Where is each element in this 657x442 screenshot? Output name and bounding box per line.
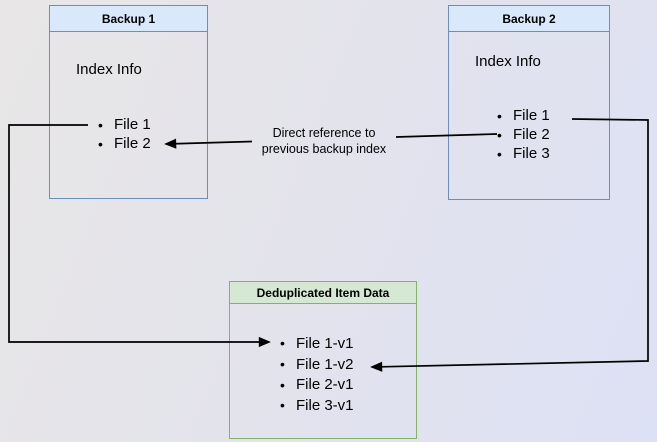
bullet-icon: •: [497, 126, 502, 143]
list-item: • File 3: [497, 144, 550, 163]
list-item: • File 1: [497, 106, 550, 125]
list-item: • File 1-v2: [280, 354, 354, 375]
bullet-icon: •: [98, 116, 103, 133]
list-item-label: File 3-v1: [296, 396, 354, 414]
annotation-line2: previous backup index: [261, 141, 387, 156]
annotation-line1: Direct reference to: [272, 126, 376, 140]
bullet-icon: •: [280, 397, 285, 414]
direct-reference-annotation: Direct reference to previous backup inde…: [234, 126, 414, 157]
backup1-index-info-label: Index Info: [76, 61, 142, 78]
list-item-label: File 2: [114, 135, 151, 152]
bullet-icon: •: [280, 335, 285, 352]
list-item-label: File 1-v2: [296, 355, 354, 373]
list-item-label: File 1: [513, 107, 550, 124]
backup2-index-info-label: Index Info: [475, 53, 541, 70]
bullet-icon: •: [497, 107, 502, 124]
list-item-label: File 2: [513, 126, 550, 143]
list-item: • File 1: [98, 115, 151, 134]
list-item-label: File 1-v1: [296, 334, 354, 352]
list-item: • File 2-v1: [280, 374, 354, 395]
dedup-box: Deduplicated Item Data • File 1-v1 • Fil…: [229, 281, 417, 439]
list-item: • File 2: [497, 125, 550, 144]
dedup-file-list: • File 1-v1 • File 1-v2 • File 2-v1 • Fi…: [280, 333, 354, 416]
list-item-label: File 2-v1: [296, 376, 354, 394]
backup2-file-list: • File 1 • File 2 • File 3: [497, 106, 550, 163]
list-item: • File 3-v1: [280, 395, 354, 416]
bullet-icon: •: [497, 145, 502, 162]
backup1-title: Backup 1: [50, 6, 207, 32]
dedup-title: Deduplicated Item Data: [230, 282, 416, 304]
list-item-label: File 1: [114, 116, 151, 133]
bullet-icon: •: [98, 135, 103, 152]
list-item-label: File 3: [513, 145, 550, 162]
list-item: • File 2: [98, 134, 151, 153]
backup2-title: Backup 2: [449, 6, 609, 32]
backup1-box: Backup 1 Index Info • File 1 • File 2: [49, 5, 208, 199]
bullet-icon: •: [280, 376, 285, 393]
bullet-icon: •: [280, 356, 285, 373]
backup1-file-list: • File 1 • File 2: [98, 115, 151, 153]
backup2-box: Backup 2 Index Info • File 1 • File 2 • …: [448, 5, 610, 200]
list-item: • File 1-v1: [280, 333, 354, 354]
